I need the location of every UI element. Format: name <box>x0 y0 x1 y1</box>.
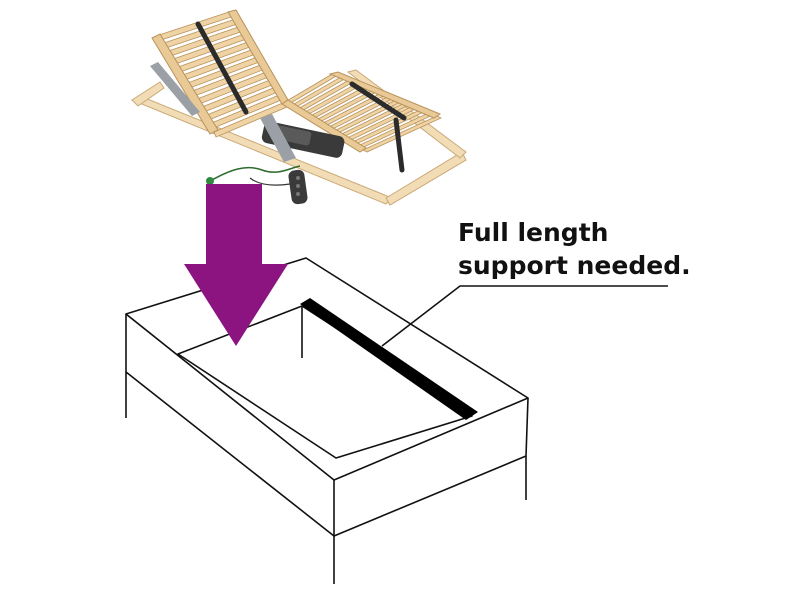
caption-line-1: Full length <box>458 218 609 247</box>
bed-left-side-panel <box>125 314 529 537</box>
bed-base-outline <box>125 257 529 584</box>
foot-rails <box>281 71 442 153</box>
foot-slat <box>362 115 442 153</box>
bed-top-outer-rim <box>125 257 529 481</box>
center-support-bar <box>300 298 478 420</box>
power-cable <box>211 165 301 181</box>
caption-leader-line <box>381 285 668 347</box>
caption-line-2: support needed. <box>458 251 691 280</box>
power-plug-icon <box>206 177 214 185</box>
down-arrow-icon <box>184 184 288 346</box>
support-caption: Full length support needed. <box>458 216 691 282</box>
foot-section-slats <box>284 72 442 153</box>
adjustable-slatted-bed-frame <box>130 9 467 206</box>
slat-straps <box>195 21 407 173</box>
motor-unit <box>150 62 345 162</box>
wired-remote-icon <box>288 169 308 205</box>
